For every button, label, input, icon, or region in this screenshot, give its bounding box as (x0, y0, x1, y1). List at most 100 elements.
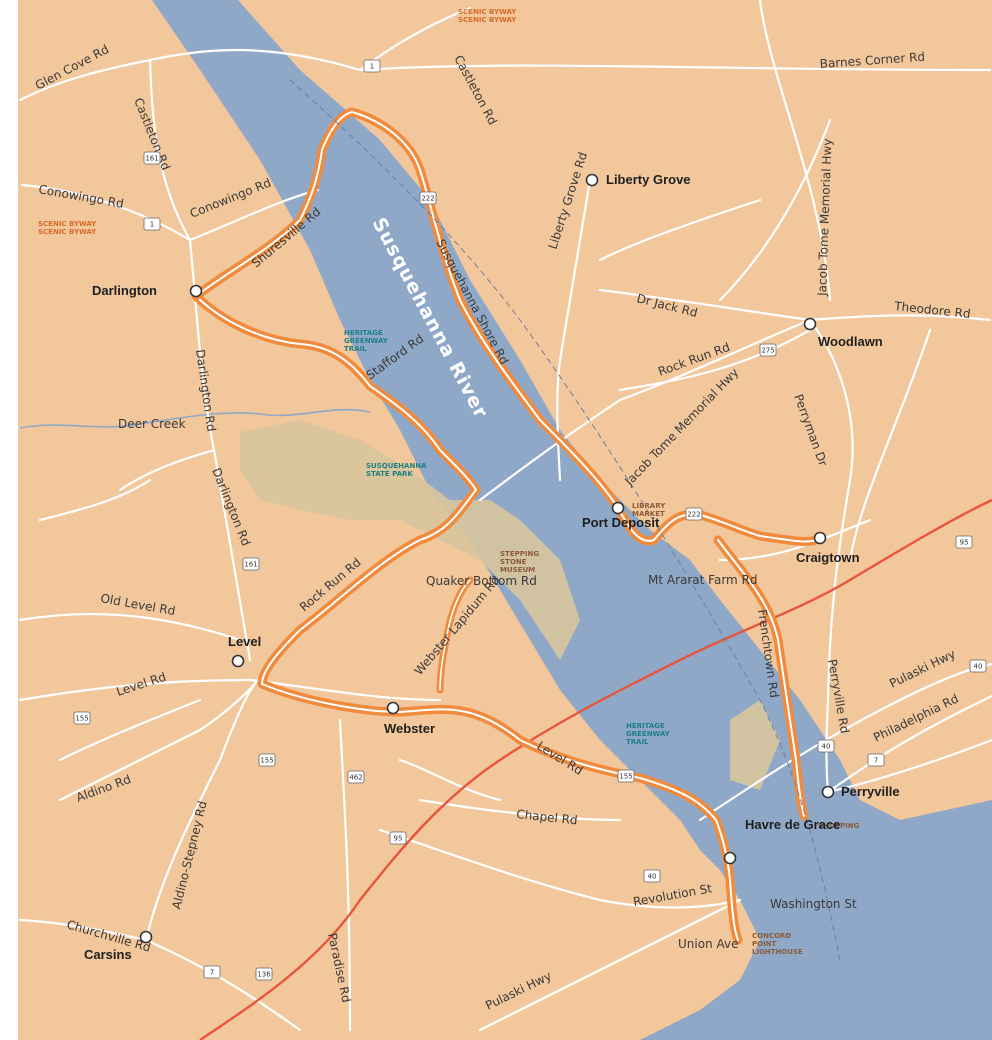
town-dot (585, 173, 599, 187)
poi-label: SCENIC BYWAY (458, 8, 517, 16)
state-park-area (240, 420, 580, 660)
route-shield: 7 (203, 965, 221, 979)
poi-label: HERITAGE (344, 329, 383, 337)
town-label: Havre de Grace (745, 817, 840, 832)
town-label: Liberty Grove (606, 172, 691, 187)
poi-label: SUSQUEHANNA (366, 462, 427, 470)
town-dot (139, 930, 153, 944)
route-shield: 40 (817, 739, 835, 753)
poi-label: LIBRARY (632, 502, 666, 510)
road-label: Washington St (770, 897, 857, 911)
town-marker: Level (228, 634, 261, 668)
route-shield-number: 161 (244, 561, 257, 569)
poi-label: STONE (500, 558, 527, 566)
town-dot (821, 785, 835, 799)
road-label: Union Ave (678, 937, 738, 951)
road-label: Deer Creek (118, 417, 186, 431)
town-marker: Darlington (92, 283, 203, 298)
road-label: Jacob Tome Memorial Hwy (815, 138, 835, 297)
route-shield: 40 (643, 869, 661, 883)
town-marker: Havre de Grace (723, 817, 840, 865)
route-shield-number: 136 (257, 971, 271, 979)
route-shield: 136 (255, 967, 273, 981)
town-label: Woodlawn (818, 334, 883, 349)
route-shield: 155 (73, 711, 91, 725)
town-dot (723, 851, 737, 865)
route-shield: 222 (685, 507, 703, 521)
town-marker: Liberty Grove (585, 172, 691, 187)
route-shield-number: 40 (974, 663, 983, 671)
route-shield-number: 275 (761, 347, 774, 355)
park-area-south (730, 700, 780, 790)
route-shield-number: 462 (349, 774, 362, 782)
route-shield-number: 95 (960, 539, 969, 547)
town-label: Webster (384, 721, 435, 736)
poi-label: STATE PARK (366, 470, 413, 478)
route-shield-number: 1 (370, 63, 374, 71)
road-label: Quaker Bottom Rd (426, 574, 537, 588)
poi-label: HERITAGE (626, 722, 665, 730)
route-shield: 222 (419, 191, 437, 205)
bay-inlet (720, 840, 992, 1040)
route-shield: 95 (955, 535, 973, 549)
poi-label: SCENIC BYWAY (458, 16, 517, 24)
town-marker: Perryville (821, 784, 900, 799)
town-marker: Craigtown (796, 531, 860, 565)
town-dot (611, 501, 625, 515)
route-shield-number: 155 (260, 757, 273, 765)
route-shield-number: 1 (150, 221, 154, 229)
poi-label: MUSEUM (500, 566, 535, 574)
town-label: Perryville (841, 784, 900, 799)
deer-creek (19, 408, 371, 429)
route-shield-number: 40 (822, 743, 831, 751)
poi-label: GREENWAY (626, 730, 671, 738)
susquehanna-river (152, 0, 992, 1040)
poi-label: TRAIL (626, 738, 649, 746)
route-shield: 1 (143, 217, 161, 231)
town-dot (813, 531, 827, 545)
poi-label: TRAIL (344, 345, 367, 353)
poi-label: SCENIC BYWAY (38, 220, 97, 228)
town-dot (386, 701, 400, 715)
town-dot (231, 654, 245, 668)
route-shield: 155 (617, 769, 635, 783)
poi-label: CONCORD (752, 932, 791, 940)
route-shield-number: 222 (687, 511, 700, 519)
route-shield: 462 (347, 770, 365, 784)
route-shield: 95 (389, 831, 407, 845)
town-dot (803, 317, 817, 331)
road-label: Mt Ararat Farm Rd (648, 573, 758, 587)
poi-label: GREENWAY (344, 337, 389, 345)
town-label: Craigtown (796, 550, 860, 565)
interstate-95 (199, 498, 992, 1040)
route-shield-number: 155 (619, 773, 632, 781)
route-shield-number: 95 (394, 835, 403, 843)
town-marker: Carsins (84, 930, 153, 962)
route-shield: 40 (969, 659, 987, 673)
road-label: Chapel Rd (516, 807, 579, 827)
route-shield: 161 (242, 557, 260, 571)
route-shield: 161 (143, 151, 161, 165)
poi-label: SCENIC BYWAY (38, 228, 97, 236)
route-shield: 155 (258, 753, 276, 767)
route-shield-number: 161 (145, 155, 158, 163)
route-shield: 7 (867, 753, 885, 767)
route-shield-number: 155 (75, 715, 88, 723)
route-shield-number: 222 (421, 195, 434, 203)
route-shield-number: 7 (210, 969, 214, 977)
town-label: Carsins (84, 947, 132, 962)
town-dot (189, 284, 203, 298)
poi-label: POINT (752, 940, 777, 948)
town-marker: Webster (384, 701, 435, 736)
poi-label: SHOPPING (818, 822, 860, 830)
poi-label: STEPPING (500, 550, 539, 558)
poi-label: LIGHTHOUSE (752, 948, 803, 956)
route-shield: 1 (363, 59, 381, 73)
route-shield-number: 40 (648, 873, 657, 881)
route-shield-number: 7 (874, 757, 878, 765)
route-shields: 1 1 161 222 275 222 161 155 155 462 155 95 40 40 95 7 40… (73, 59, 987, 981)
poi-label: MARKET (632, 510, 665, 518)
